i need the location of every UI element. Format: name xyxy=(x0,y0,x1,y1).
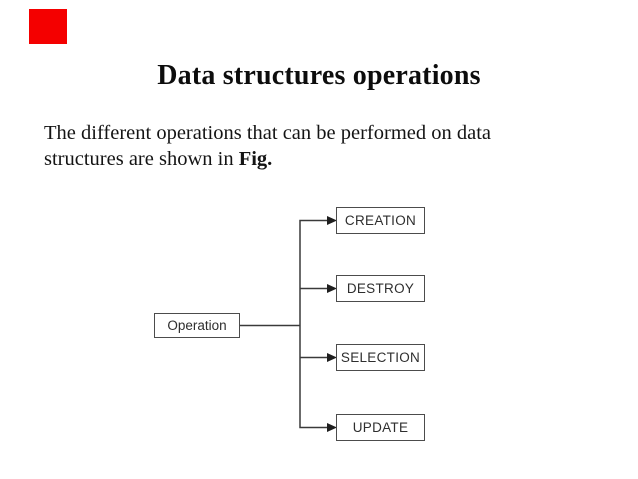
node-creation-label: CREATION xyxy=(344,213,417,228)
node-destroy: DESTROY xyxy=(336,275,425,302)
slide-body-text: The different operations that can be per… xyxy=(44,120,544,172)
slide-title: Data structures operations xyxy=(157,60,481,91)
body-line-1: The different operations that can be per… xyxy=(44,122,492,144)
arrowhead-icon-creation xyxy=(327,216,337,225)
arrowhead-icon-selection xyxy=(327,353,337,362)
node-update: UPDATE xyxy=(336,414,425,441)
body-line-2: structures are shown in xyxy=(44,148,234,170)
node-selection-label: SELECTION xyxy=(340,350,421,365)
node-operation-label: Operation xyxy=(167,318,227,333)
arrowhead-icon-update xyxy=(327,423,337,432)
node-selection: SELECTION xyxy=(336,344,425,371)
node-creation: CREATION xyxy=(336,207,425,234)
body-fig-reference: Fig. xyxy=(238,148,273,170)
connector-lines xyxy=(239,219,329,429)
node-destroy-label: DESTROY xyxy=(346,281,415,296)
arrowhead-icon-destroy xyxy=(327,284,337,293)
red-accent-marker xyxy=(29,9,67,44)
node-operation: Operation xyxy=(154,313,240,338)
node-update-label: UPDATE xyxy=(352,420,409,435)
